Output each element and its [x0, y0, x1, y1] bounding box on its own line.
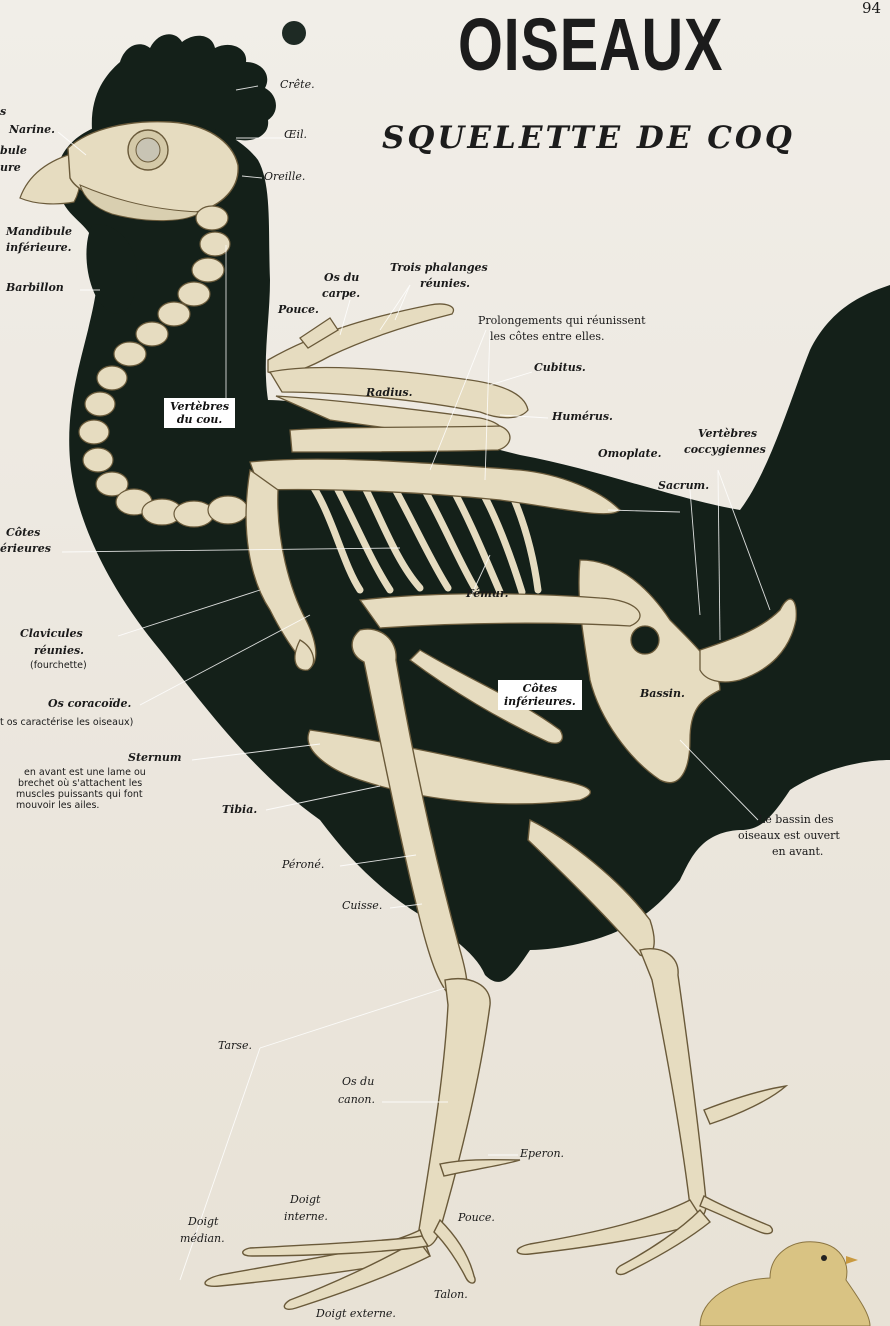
label-mandibule-inf: Mandibule	[6, 226, 72, 239]
label-sternum-note-2: brechet où s'attachent les	[18, 779, 142, 789]
label-sternum-note-4: mouvoir les ailes.	[16, 801, 99, 811]
label-cuisse: Cuisse.	[342, 900, 382, 913]
label-talon: Talon.	[434, 1289, 468, 1302]
label-cotes-inferieures: Côtes inférieures.	[498, 680, 582, 710]
label-mandibule-inf-2: inférieure.	[6, 242, 72, 255]
label-cotes-inf-1: Côtes	[504, 682, 576, 695]
label-vertebres-coccygiennes-1: Vertèbres	[698, 428, 757, 441]
label-clavicules-1: Clavicules	[20, 628, 83, 641]
label-os-du-canon-1: Os du	[342, 1076, 374, 1089]
label-trois-phalanges-1: Trois phalanges	[390, 262, 488, 275]
label-vertebres-coccygiennes-2: coccygiennes	[684, 444, 766, 457]
label-tarse: Tarse.	[218, 1040, 252, 1053]
poster-title: OISEAUX	[458, 2, 723, 87]
label-perone: Péroné.	[282, 859, 324, 872]
label-radius: Radius.	[366, 387, 412, 400]
label-os-du-carpe-1: Os du	[324, 272, 359, 285]
label-bassin-note-3: en avant.	[772, 845, 823, 858]
label-coracoide-note: t os caractérise les oiseaux)	[0, 718, 133, 728]
label-bassin: Bassin.	[640, 688, 685, 701]
label-crete: Crête.	[280, 79, 315, 92]
label-humerus: Humérus.	[552, 411, 613, 424]
label-cotes-inf-2: inférieures.	[504, 695, 576, 708]
label-trois-phalanges-2: réunies.	[420, 278, 470, 291]
poster-subtitle: SQUELETTE DE COQ	[382, 120, 795, 156]
label-pouce-aile: Pouce.	[278, 304, 319, 317]
label-femur: Fémur.	[466, 588, 508, 601]
label-prolongements-2: les côtes entre elles.	[490, 330, 605, 343]
label-oeil: Œil.	[284, 129, 307, 142]
label-doigt-median-2: médian.	[180, 1233, 225, 1246]
label-oreille: Oreille.	[264, 171, 305, 184]
label-prolongements-1: Prolongements qui réunissent	[478, 314, 646, 327]
label-os-du-canon-2: canon.	[338, 1094, 375, 1107]
punch-hole	[282, 21, 306, 45]
label-vertebres-du-cou-1: Vertèbres	[170, 400, 229, 413]
label-os-du-carpe-2: carpe.	[322, 288, 360, 301]
label-narine: Narine.	[9, 124, 55, 137]
label-mandibule-sup-2: ure	[0, 162, 21, 175]
label-omoplate: Omoplate.	[598, 448, 661, 461]
page-number: 94	[862, 0, 881, 17]
label-eperon: Eperon.	[520, 1148, 564, 1161]
label-doigt-externe: Doigt externe.	[316, 1308, 396, 1321]
label-os-coracoide: Os coracoïde.	[48, 698, 131, 711]
label-cotes-sup-1: Côtes	[6, 527, 40, 540]
label-s-fragment: s	[0, 106, 6, 119]
label-doigt-median-1: Doigt	[188, 1216, 218, 1229]
label-vertebres-du-cou: Vertèbres du cou.	[164, 398, 235, 428]
label-sternum-note-3: muscles puissants qui font	[16, 790, 143, 800]
label-sternum: Sternum	[128, 752, 181, 765]
label-mandibule-sup-1: bule	[0, 145, 27, 158]
label-sacrum: Sacrum.	[658, 480, 709, 493]
chick-illustration	[700, 1242, 870, 1326]
label-tibia: Tibia.	[222, 804, 257, 817]
label-bassin-note-2: oiseaux est ouvert	[738, 829, 840, 842]
label-bassin-note-1: Le bassin des	[758, 813, 834, 826]
label-cubitus: Cubitus.	[534, 362, 586, 375]
label-doigt-interne-2: interne.	[284, 1211, 328, 1224]
label-vertebres-du-cou-2: du cou.	[170, 413, 229, 426]
label-doigt-interne-1: Doigt	[290, 1194, 320, 1207]
label-cotes-sup-2: érieures	[0, 543, 51, 556]
label-barbillon: Barbillon	[6, 282, 64, 295]
label-clavicules-3: (fourchette)	[30, 661, 87, 671]
label-pouce-pied: Pouce.	[458, 1212, 495, 1225]
label-clavicules-2: réunies.	[34, 645, 84, 658]
label-sternum-note-1: en avant est une lame ou	[24, 768, 146, 778]
